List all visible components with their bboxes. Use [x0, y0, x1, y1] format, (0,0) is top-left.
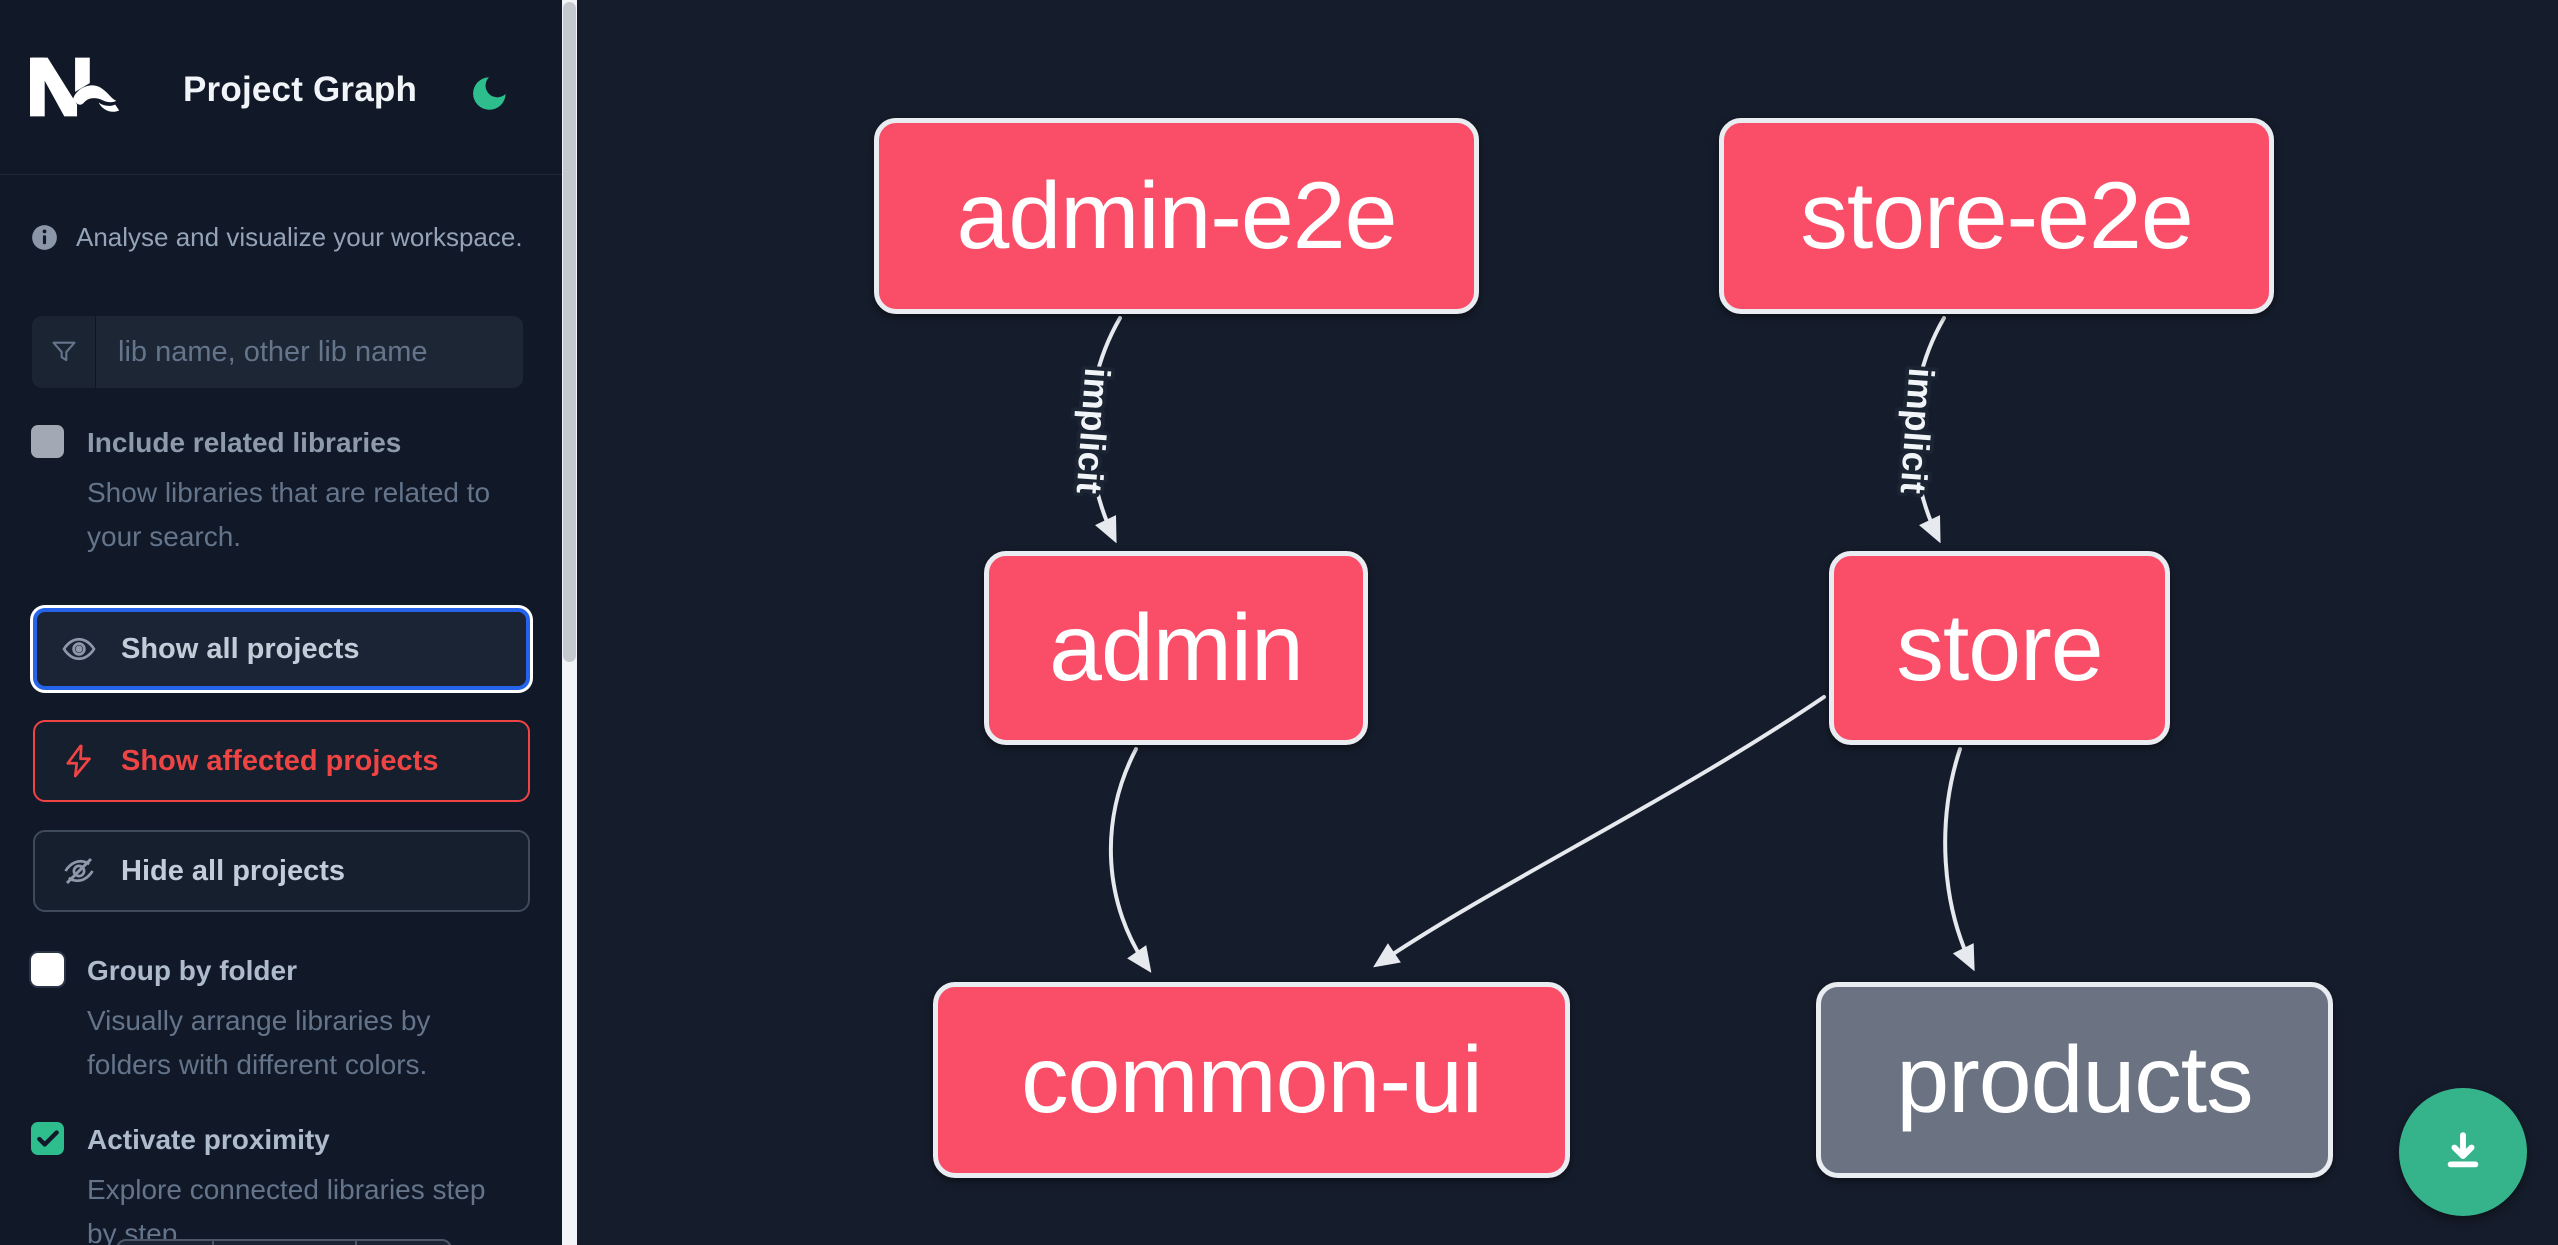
workspace-info-row: Analyse and visualize your workspace. — [31, 222, 531, 253]
button-label: Show affected projects — [121, 744, 439, 777]
graph-node-common-ui[interactable]: common-ui — [933, 982, 1570, 1178]
eye-icon — [62, 637, 96, 661]
button-label: Show all projects — [121, 632, 360, 665]
checkbox-label: Include related libraries — [87, 427, 402, 458]
bolt-icon — [66, 744, 91, 778]
checkbox-description: Visually arrange libraries by folders wi… — [87, 1005, 431, 1080]
check-icon — [36, 1129, 59, 1147]
edge-label-implicit: implicit — [1069, 367, 1119, 496]
info-icon — [32, 225, 57, 250]
edge-label-implicit: implicit — [1893, 367, 1943, 496]
sidebar: Project Graph Analyse and visualize your… — [0, 0, 562, 1245]
show-all-projects-button[interactable]: Show all projects — [33, 608, 530, 690]
node-label: store — [1896, 594, 2103, 701]
stepper-decrease[interactable] — [118, 1241, 214, 1245]
checkbox-description: Show libraries that are related to your … — [87, 477, 491, 552]
download-icon — [2447, 1132, 2479, 1168]
workspace-info-text: Analyse and visualize your workspace. — [76, 222, 523, 252]
include-related-row: Include related libraries Show libraries… — [31, 425, 531, 565]
group-by-folder-checkbox[interactable] — [31, 953, 64, 986]
hide-all-projects-button[interactable]: Hide all projects — [33, 830, 530, 912]
checkbox-label: Group by folder — [87, 955, 297, 986]
sidebar-header: Project Graph — [0, 0, 562, 175]
search-input[interactable] — [96, 316, 523, 388]
graph-node-admin-e2e[interactable]: admin-e2e — [874, 118, 1479, 314]
moon-icon — [473, 77, 506, 110]
node-label: common-ui — [1021, 1026, 1483, 1133]
graph-node-store-e2e[interactable]: store-e2e — [1719, 118, 2274, 314]
group-by-folder-row: Group by folder Visually arrange librari… — [31, 953, 531, 1093]
activate-proximity-checkbox[interactable] — [31, 1122, 64, 1155]
nx-logo — [30, 57, 120, 117]
edge-store-products[interactable] — [1943, 747, 1972, 966]
node-label: store-e2e — [1800, 162, 2193, 269]
sidebar-scrollbar-thumb[interactable] — [563, 2, 576, 662]
button-label: Hide all projects — [121, 854, 346, 887]
graph-node-products[interactable]: products — [1816, 982, 2333, 1178]
show-affected-projects-button[interactable]: Show affected projects — [33, 720, 530, 802]
edge-admin-e2e-admin[interactable] — [1087, 316, 1122, 538]
search-box — [32, 316, 523, 388]
stepper-value — [214, 1241, 357, 1245]
eye-off-icon — [64, 857, 94, 885]
node-label: admin — [1049, 594, 1304, 701]
graph-canvas[interactable]: implicit implicit admin-e2e store-e2e ad… — [577, 0, 2558, 1245]
node-label: admin-e2e — [956, 162, 1398, 269]
checkbox-label: Activate proximity — [87, 1124, 330, 1155]
theme-toggle-button[interactable] — [468, 72, 510, 114]
node-label: products — [1896, 1026, 2253, 1133]
download-graph-button[interactable] — [2399, 1088, 2527, 1216]
page-title: Project Graph — [183, 70, 418, 109]
filter-icon — [51, 341, 76, 362]
edge-store-e2e-store[interactable] — [1911, 316, 1946, 538]
edge-admin-common-ui[interactable] — [1108, 747, 1148, 968]
edge-store-common-ui[interactable] — [1378, 695, 1826, 964]
graph-node-admin[interactable]: admin — [984, 551, 1368, 745]
filter-icon-cell — [32, 316, 96, 388]
include-related-checkbox[interactable] — [31, 425, 64, 458]
sidebar-scrollbar[interactable] — [562, 0, 577, 1245]
graph-node-store[interactable]: store — [1829, 551, 2170, 745]
